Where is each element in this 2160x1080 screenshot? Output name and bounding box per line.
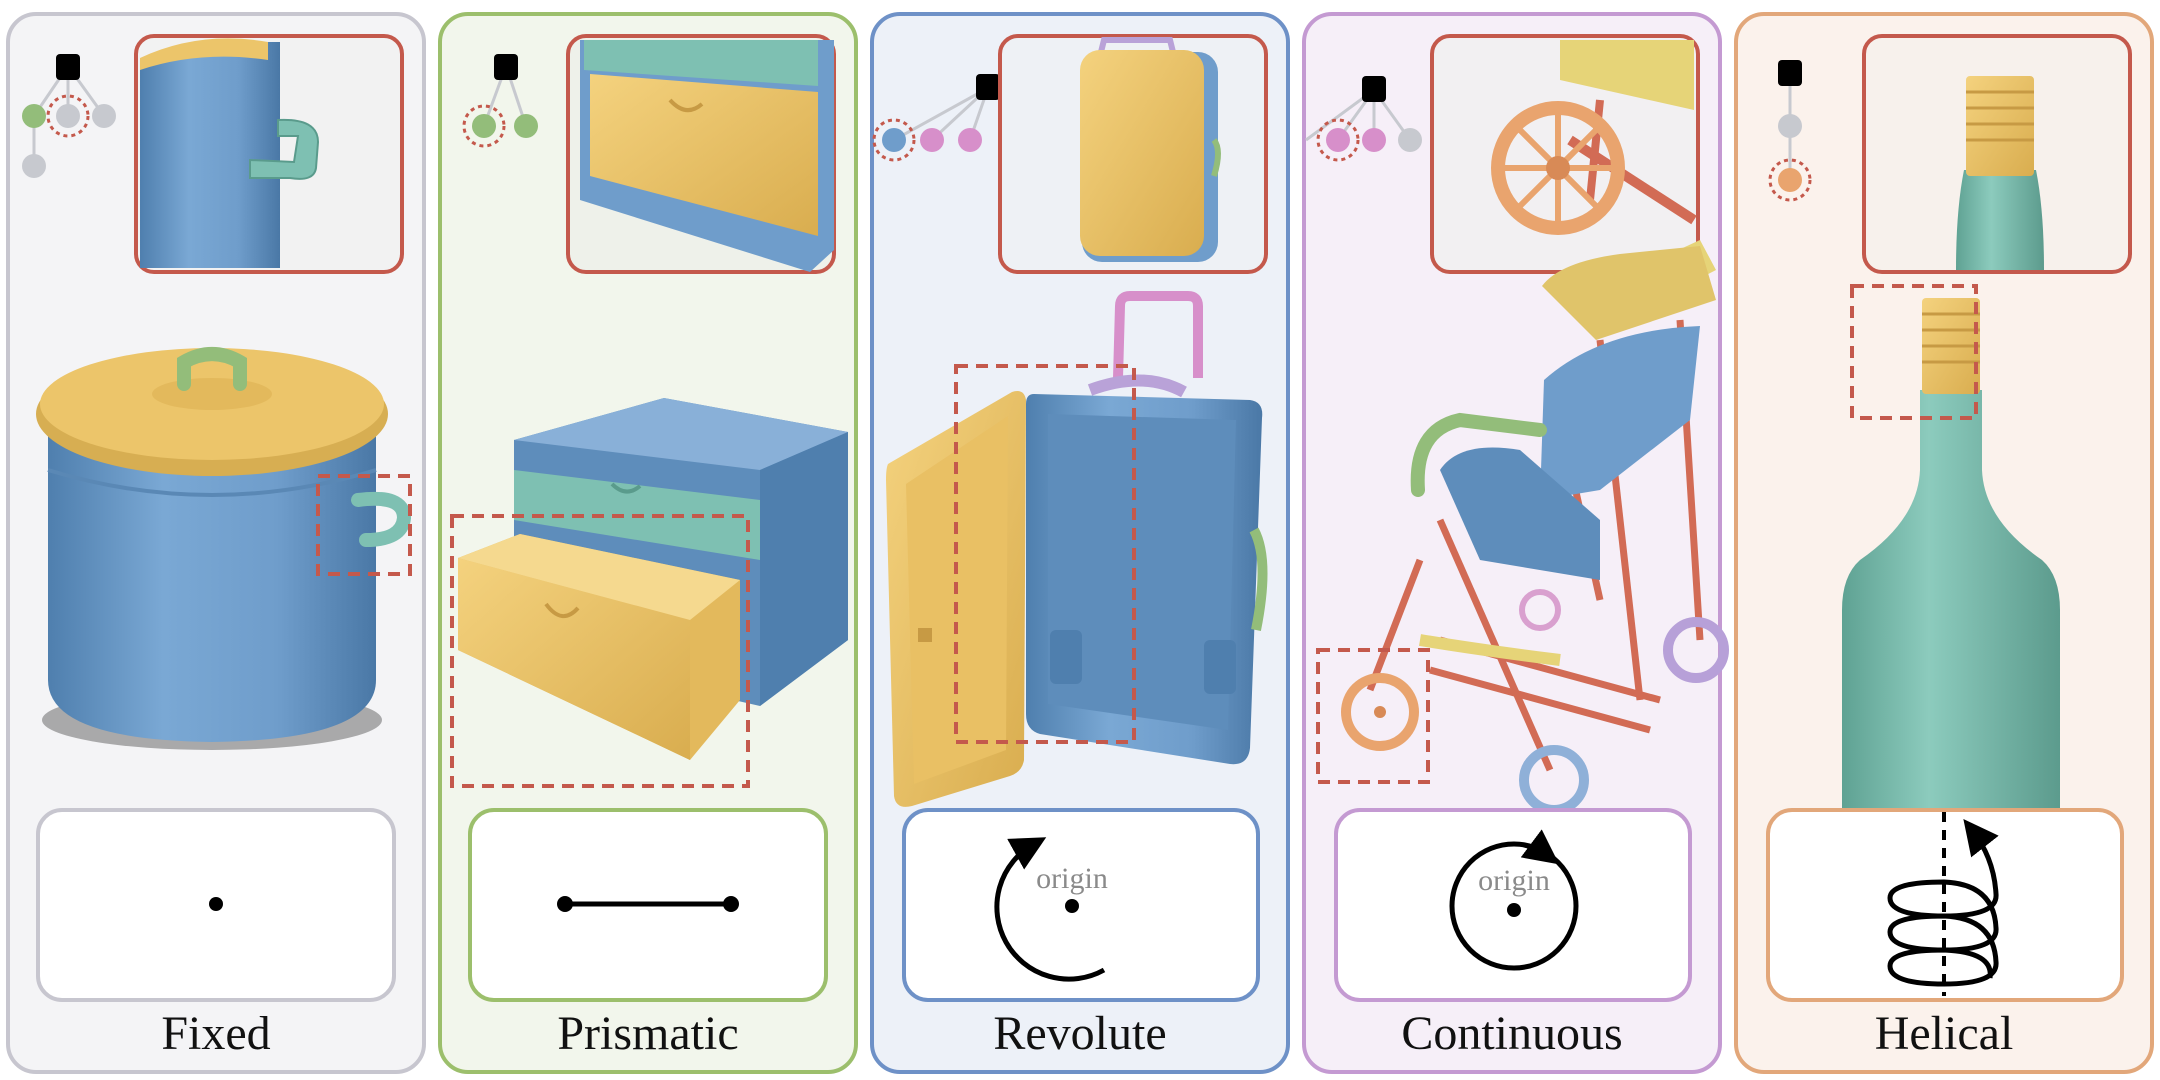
tree-node (22, 154, 46, 178)
axis-endpoint (723, 896, 739, 912)
panel-helical (1734, 12, 2154, 1074)
origin-point (1065, 899, 1079, 913)
rotation-arrow (1520, 829, 1560, 865)
tree-node (958, 128, 982, 152)
selected-node-ring (872, 118, 916, 162)
caption-revolute: Revolute (993, 1007, 1167, 1060)
selected-node-ring (462, 104, 506, 148)
axis-endpoint (557, 896, 573, 912)
tree-node (1778, 168, 1802, 192)
motion-diagram-continuous: origin (1334, 808, 1692, 1002)
panel-continuous: origin (1302, 12, 1729, 1074)
tree-node (1778, 114, 1802, 138)
selected-node-ring (1768, 158, 1812, 202)
root-node (976, 74, 1000, 100)
tree-node (882, 128, 906, 152)
fixed-point (209, 897, 223, 911)
inset-view (566, 34, 836, 274)
highlight-box (316, 474, 412, 576)
bottle-object (1842, 298, 2060, 808)
inset-view (1862, 34, 2132, 274)
panel-revolute: origin (870, 12, 1290, 1074)
tree-node (92, 104, 116, 128)
caption-fixed: Fixed (161, 1007, 271, 1060)
tree-node (1362, 128, 1386, 152)
kinematic-tree (1305, 76, 1422, 162)
tree-node (472, 114, 496, 138)
motion-diagram-revolute: origin (902, 808, 1260, 1002)
inset-view (1430, 34, 1700, 274)
origin-point (1507, 903, 1521, 917)
tree-node (1398, 128, 1422, 152)
suitcase-object (886, 291, 1268, 807)
helix-curve (1887, 818, 1999, 987)
highlight-box (1850, 284, 1978, 420)
panel-fixed (6, 12, 426, 1074)
root-node (1778, 60, 1802, 86)
kinematic-tree (1768, 60, 1812, 202)
stroller-object (1341, 240, 1729, 815)
motion-diagram-fixed (36, 808, 396, 1002)
drawer-cabinet-object (458, 398, 848, 760)
kinematic-tree (462, 54, 538, 148)
caption-prismatic: Prismatic (557, 1007, 739, 1060)
origin-label: origin (1478, 864, 1550, 897)
selected-node-ring (1316, 118, 1360, 162)
panel-prismatic (438, 12, 858, 1074)
rotation-arc (994, 837, 1106, 982)
tree-node (1326, 128, 1350, 152)
motion-diagram-helical (1766, 808, 2124, 1002)
motion-diagram-prismatic (468, 808, 828, 1002)
tree-node (920, 128, 944, 152)
root-node (1362, 76, 1386, 102)
caption-helical: Helical (1874, 1007, 2014, 1060)
tree-node (514, 114, 538, 138)
highlight-box (954, 364, 1136, 744)
origin-label: origin (1036, 862, 1108, 895)
tree-node (56, 104, 80, 128)
caption-continuous: Continuous (1401, 1007, 1623, 1060)
inset-view (134, 34, 404, 274)
inset-view (998, 34, 1268, 274)
root-node (56, 54, 80, 80)
rotation-circle (1449, 841, 1579, 971)
tree-node (22, 104, 46, 128)
kinematic-tree (872, 74, 1000, 162)
highlight-box (450, 514, 750, 788)
selected-node-ring (46, 94, 90, 138)
kinematic-tree (22, 54, 116, 178)
root-node (494, 54, 518, 80)
pot-object (36, 347, 412, 750)
